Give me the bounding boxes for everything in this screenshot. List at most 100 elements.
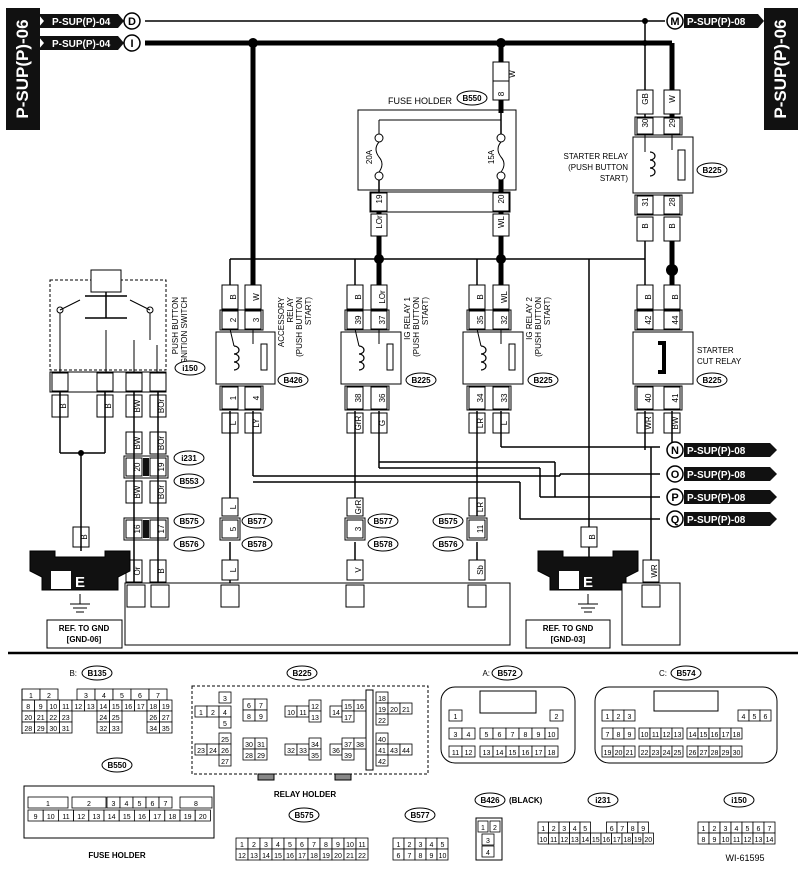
pin-number: 17 bbox=[613, 837, 621, 844]
pin-cell bbox=[481, 845, 495, 858]
ref-label: P-SUP(P)-08 bbox=[687, 493, 746, 504]
pin-number: 4 bbox=[223, 710, 227, 717]
pin-cell bbox=[375, 754, 389, 767]
pin-number: 19 bbox=[604, 750, 612, 757]
pin-cell bbox=[436, 848, 449, 861]
pin-number: 14 bbox=[108, 814, 116, 821]
pin-number: 8 bbox=[247, 714, 251, 721]
pin-number: 18 bbox=[733, 732, 741, 739]
pin-number: 8 bbox=[617, 732, 621, 739]
pin-cell bbox=[218, 754, 232, 767]
relay-plug bbox=[466, 385, 512, 411]
ref-circle bbox=[666, 441, 684, 459]
pin-number: 42 bbox=[378, 759, 386, 766]
pin-number: 11 bbox=[733, 837, 740, 844]
wire-label-st-b2: B bbox=[668, 223, 677, 228]
page-code-left: P-SUP(P)-06 bbox=[6, 8, 40, 130]
view-frame bbox=[440, 686, 576, 764]
view-frame bbox=[191, 685, 429, 775]
pin-number: 26 bbox=[149, 715, 157, 722]
starter-relay-text: GB W 30 29 31 28 B B STARTER RELAY (PUSH… bbox=[564, 93, 728, 229]
pin-number: 27 bbox=[221, 759, 229, 766]
pin-number: 9 bbox=[259, 714, 263, 721]
pin-number: 1 bbox=[29, 693, 33, 700]
pin-number: 2 bbox=[555, 714, 559, 721]
pin-number: 13 bbox=[674, 732, 682, 739]
pin-number: 36 bbox=[332, 748, 340, 755]
view-caption: FUSE HOLDER bbox=[88, 851, 146, 860]
pin-cell bbox=[399, 743, 413, 756]
pin-number: 11 bbox=[62, 814, 69, 821]
pin-number: 2 bbox=[713, 826, 717, 833]
pin-number: 27 bbox=[162, 715, 170, 722]
relay-contact bbox=[508, 343, 516, 371]
wire-label-st-w: W bbox=[668, 95, 677, 103]
pin-number: 6 bbox=[610, 826, 614, 833]
wire-label: Sb bbox=[476, 565, 485, 575]
relay-plug bbox=[219, 309, 264, 331]
pin-number: 6 bbox=[764, 714, 768, 721]
pin-cell bbox=[549, 709, 564, 722]
pin-number: 18 bbox=[378, 696, 386, 703]
inline-lock bbox=[143, 520, 149, 538]
pin-number: 16 bbox=[711, 732, 719, 739]
pin-number: 12 bbox=[465, 750, 473, 757]
ref-letter: O bbox=[671, 469, 680, 481]
relay-pin: 3 bbox=[252, 317, 261, 322]
pin-number: 16 bbox=[286, 853, 294, 860]
keyless-cm bbox=[124, 582, 511, 646]
pin-cell bbox=[59, 721, 73, 734]
view-prefix: C: bbox=[659, 669, 667, 678]
view-title-outline bbox=[286, 665, 318, 681]
pin-number: 25 bbox=[221, 737, 229, 744]
pin-number: 43 bbox=[390, 748, 398, 755]
view-frame bbox=[23, 785, 215, 839]
pin-number: 17 bbox=[344, 715, 352, 722]
relay-label: START) bbox=[543, 297, 552, 325]
pin-number: 29 bbox=[257, 753, 265, 760]
pin-number: 5 bbox=[753, 714, 757, 721]
pin-number: 20 bbox=[199, 814, 207, 821]
pin-number: 7 bbox=[259, 703, 263, 710]
wire-label: G bbox=[378, 420, 387, 426]
pin-cell bbox=[194, 809, 211, 822]
pin-number: 37 bbox=[344, 742, 352, 749]
pin-number: 1 bbox=[606, 714, 610, 721]
relay-pin-box bbox=[468, 386, 486, 410]
pin-number: 3 bbox=[486, 838, 490, 845]
view-title: B550 bbox=[107, 761, 127, 770]
pin-number: 19 bbox=[634, 837, 642, 844]
inline-conn bbox=[219, 517, 241, 541]
pin-number: 9 bbox=[39, 704, 43, 711]
pin-number: 5 bbox=[120, 693, 124, 700]
pin-number: 39 bbox=[344, 753, 352, 760]
pin-number: 28 bbox=[24, 726, 32, 733]
pin-number: 17 bbox=[298, 853, 306, 860]
inline-pin: 16 bbox=[133, 524, 142, 533]
pin-number: 25 bbox=[112, 715, 120, 722]
pin-number: 20 bbox=[644, 837, 652, 844]
pin-number: 32 bbox=[99, 726, 107, 733]
pin-number: 11 bbox=[62, 704, 69, 711]
push-button-switch bbox=[49, 269, 167, 585]
wire-label-top-w: W bbox=[508, 70, 517, 78]
wire-label-box bbox=[663, 284, 681, 310]
starter-pin-30: 30 bbox=[641, 118, 650, 127]
relay-pin: 4 bbox=[252, 395, 261, 400]
pin-number: 2 bbox=[47, 693, 51, 700]
relay-body bbox=[215, 331, 276, 385]
pin-number: 31 bbox=[257, 742, 265, 749]
pin-number: 16 bbox=[124, 704, 132, 711]
pin-cell bbox=[544, 745, 559, 758]
relay-pin-box bbox=[636, 310, 654, 330]
pin-number: 28 bbox=[245, 753, 253, 760]
relay-conn-outline bbox=[277, 372, 309, 388]
inline-conn-name-outline bbox=[367, 536, 399, 552]
pin-number: 4 bbox=[742, 714, 746, 721]
pin-cell bbox=[623, 709, 636, 722]
pin-cell bbox=[671, 745, 684, 758]
relay-pin: 39 bbox=[354, 315, 363, 324]
inline-conn-name-outline bbox=[173, 513, 205, 529]
